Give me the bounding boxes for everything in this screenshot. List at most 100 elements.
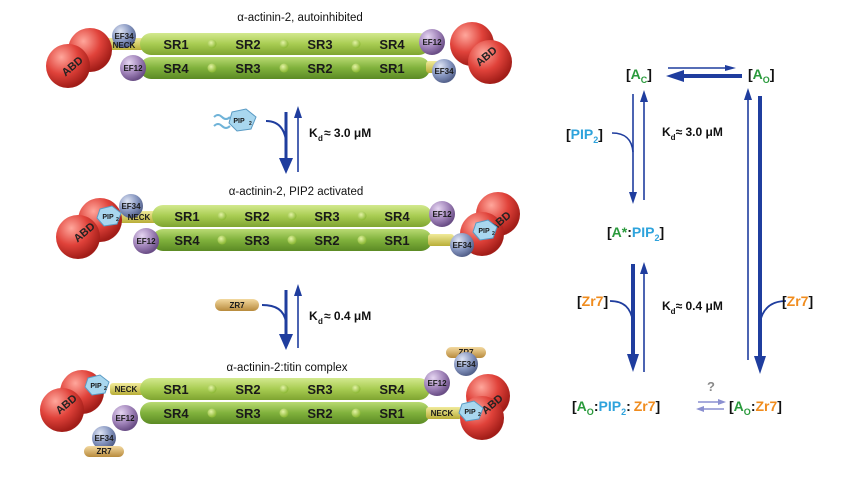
ef12-domain: [429, 201, 455, 227]
ef34-domain: [112, 24, 136, 48]
ef12-domain: [133, 228, 159, 254]
kd-1: Kd≈ 3.0 μM: [662, 125, 723, 142]
ef12-label: EF12: [136, 237, 156, 246]
kd-value: ≈ 0.4 μM: [324, 309, 371, 323]
sr-label: SR2: [307, 61, 332, 76]
pip2-molecule: [458, 400, 484, 422]
ef34-label: EF34: [114, 32, 134, 41]
zr7-label: ZR7: [229, 301, 245, 310]
pip-subscript: 2: [104, 386, 107, 392]
zr7-peptide: [84, 446, 124, 457]
ef34-domain: [454, 352, 478, 376]
kd-subscript: d: [318, 317, 323, 326]
pip2-molecule: [472, 219, 498, 241]
kd-subscript: d: [318, 134, 323, 143]
pip-subscript: 2: [654, 233, 659, 243]
panel-titin-complex: α-actinin-2:titin complex NECK SR1 SR2 S…: [40, 347, 510, 457]
bracket: ]: [656, 398, 661, 414]
bracket: ]: [777, 398, 782, 414]
panel-title: α-actinin-2:titin complex: [226, 362, 347, 374]
bracket: [: [626, 66, 631, 82]
ao-letter: A: [577, 398, 587, 414]
question-mark: ?: [707, 379, 715, 394]
bracket: ]: [647, 66, 652, 82]
binding-arrowhead: [629, 192, 637, 204]
pip-subscript: 2: [492, 231, 495, 237]
zr7-label: ZR7: [96, 447, 112, 456]
kd-letter: K: [309, 126, 318, 140]
sr-label: SR4: [174, 233, 200, 248]
ef12-domain: [112, 405, 138, 431]
sr-label: SR4: [379, 382, 405, 397]
pip-subscript: 2: [116, 217, 119, 223]
pip2-ligand: PIP 2: [213, 108, 257, 132]
neck-segment: [110, 383, 144, 395]
sr-label: SR3: [235, 61, 260, 76]
zr7-ligand-label: [Zr7]: [577, 293, 608, 309]
panel-pip2-activated: α-actinin-2, PIP2 activated SR1 SR2 SR3 …: [56, 186, 520, 259]
bottom-rod: SR4 SR3 SR2 SR1: [152, 229, 432, 251]
abd-domain-left: ABD: [56, 198, 122, 259]
pip2-ligand-label: [PIP2]: [566, 126, 603, 145]
pip-label: PIP: [464, 409, 476, 416]
sr-label: SR2: [314, 233, 339, 248]
sr-label: SR2: [244, 209, 269, 224]
ao-letter: A: [734, 398, 744, 414]
panel-title: α-actinin-2, PIP2 activated: [229, 186, 364, 198]
binding-arrowhead: [754, 356, 766, 374]
ao-species: [AO]: [748, 66, 774, 85]
colon: :: [627, 224, 632, 240]
top-rod: SR1 SR2 SR3 SR4: [140, 378, 430, 400]
kd-2: Kd≈ 0.4 μM: [662, 299, 723, 316]
zr7-text: Zr7: [634, 398, 656, 414]
panel-title: α-actinin-2, autoinhibited: [237, 12, 363, 24]
neck-label: NECK: [128, 213, 151, 222]
ef12-domain: [419, 29, 445, 55]
bracket: ]: [598, 126, 603, 142]
neck-segment: [428, 234, 454, 246]
top-rod: SR1 SR2 SR3 SR4: [152, 205, 432, 227]
pip-subscript: 2: [478, 412, 481, 418]
ligand-entry-curve: [611, 132, 634, 153]
sr-label: SR2: [235, 37, 260, 52]
colon: :: [594, 398, 599, 414]
bracket: [: [577, 293, 582, 309]
ef34-label: EF34: [434, 67, 454, 76]
sr-label: SR4: [384, 209, 410, 224]
ef12-domain: [120, 55, 146, 81]
binary-complex: [AO:Zr7]: [729, 398, 782, 417]
top-rod: SR1 SR2 SR3 SR4: [140, 33, 430, 55]
ternary-complex: [AO:PIP2:Zr7]: [572, 398, 660, 417]
sr-label: SR1: [379, 406, 404, 421]
reverse-arrowhead: [666, 70, 684, 82]
sr-label: SR3: [314, 209, 339, 224]
kd-letter: K: [662, 299, 671, 313]
kd-letter: K: [662, 125, 671, 139]
sr-label: SR1: [379, 61, 404, 76]
bracket: [: [607, 224, 612, 240]
ef34-label: EF34: [121, 202, 141, 211]
neck-segment: [426, 407, 462, 419]
forward-arrowhead: [725, 65, 736, 71]
equilibrium-arrow-pip2: [265, 106, 302, 174]
sr-label: SR4: [163, 406, 189, 421]
zr7-text: Zr7: [755, 398, 777, 414]
abd-domain-left: ABD: [46, 28, 112, 88]
ao-subscript: O: [744, 407, 751, 417]
bracket: [: [729, 398, 734, 414]
bracket: [: [572, 398, 577, 414]
pip2-molecule: [84, 374, 110, 396]
kd-subscript: d: [671, 133, 676, 142]
binding-arrowhead: [627, 354, 639, 372]
ef34-domain: [450, 233, 474, 257]
a-star-text: A*: [612, 224, 628, 240]
ef12-label: EF12: [432, 210, 452, 219]
abd-domain-right: ABD: [450, 22, 512, 84]
kd-value: ≈ 3.0 μM: [676, 125, 723, 139]
ef12-label: EF12: [427, 379, 447, 388]
pip-subscript: 2: [593, 135, 598, 145]
pip-label: PIP: [90, 383, 102, 390]
ef12-domain: [424, 370, 450, 396]
bracket: [: [782, 293, 787, 309]
